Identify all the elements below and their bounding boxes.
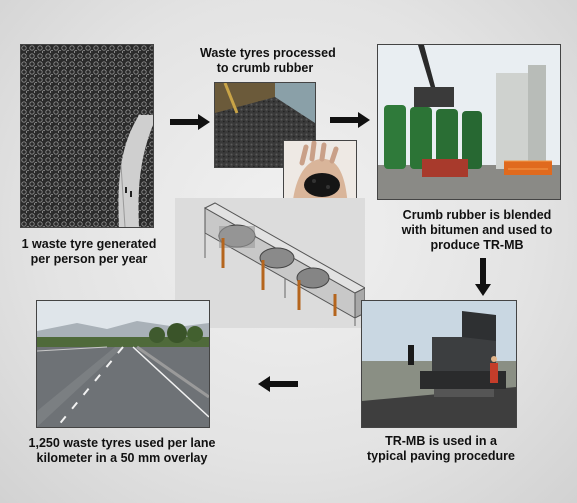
arrow-left-icon [258,376,298,392]
caption-line: 1,250 waste tyres used per lane [28,436,216,450]
caption-paving: TR-MB is used in a typical paving proced… [356,434,526,464]
blending-unit-drawing [203,202,367,326]
caption-line: with bitumen and used to [401,223,553,237]
highway-photo [36,300,210,428]
caption-line: kilometer in a 50 mm overlay [36,451,208,465]
tyre-pile-photo [20,44,154,228]
caption-blending: Crumb rubber is blended with bitumen and… [392,208,562,253]
caption-line: produce TR-MB [430,238,524,252]
arrow-right-icon [330,112,370,128]
caption-line: TR-MB is used in a [385,434,497,448]
caption-line: typical paving procedure [367,449,515,463]
caption-line: Waste tyres processed [200,46,336,60]
caption-line: per person per year [30,252,148,266]
blending-plant-photo [377,44,561,200]
caption-crumb-processing: Waste tyres processed to crumb rubber [200,46,336,76]
arrow-down-icon [475,258,491,296]
hand-crumb-rubber-photo [283,140,357,210]
caption-overlay-usage: 1,250 waste tyres used per lane kilomete… [22,436,222,466]
caption-tyre-generation: 1 waste tyre generated per person per ye… [14,237,164,267]
caption-line: 1 waste tyre generated [21,237,157,251]
arrow-right-icon [170,114,210,130]
paving-machine-photo [361,300,517,428]
blending-unit-panel [175,198,367,328]
caption-line: Crumb rubber is blended [402,208,552,222]
caption-line: to crumb rubber [216,61,314,75]
